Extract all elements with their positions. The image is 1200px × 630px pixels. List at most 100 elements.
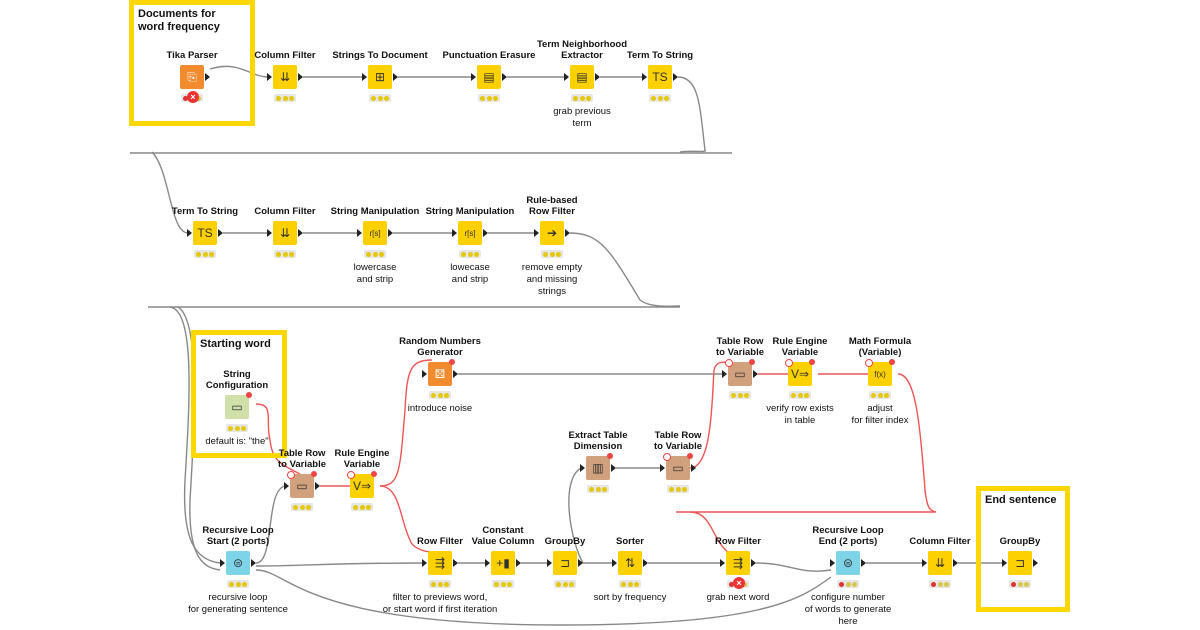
extractor-icon[interactable]: ▤	[564, 65, 600, 89]
node-etd[interactable]: Extract Table Dimension▥	[528, 430, 668, 493]
node-gb2[interactable]: GroupBy⊐	[950, 536, 1090, 588]
node-trv1[interactable]: Table Row to Variable▭	[232, 448, 372, 511]
dice-icon[interactable]: ⚄	[422, 359, 458, 386]
row-filter-arrow-icon[interactable]: ➔	[534, 221, 570, 245]
column-filter-icon[interactable]: ⇊	[267, 65, 303, 89]
node-rle[interactable]: Recursive Loop End (2 ports)⊜configure n…	[778, 525, 918, 628]
data-inport[interactable]	[720, 559, 725, 567]
node-comment[interactable]: grab previous term	[553, 106, 611, 129]
node-std[interactable]: Strings To Document⊞	[310, 50, 450, 102]
data-outport[interactable]	[298, 229, 303, 237]
column-filter-icon[interactable]: ⇊	[267, 221, 303, 245]
variable-outport[interactable]	[311, 471, 317, 477]
variable-inport[interactable]	[347, 471, 355, 479]
data-outport[interactable]	[516, 559, 521, 567]
variable-outport[interactable]	[246, 392, 252, 398]
data-inport[interactable]	[220, 559, 225, 567]
data-inport[interactable]	[357, 229, 362, 237]
variable-inport[interactable]	[663, 453, 671, 461]
connection[interactable]	[209, 65, 269, 78]
variable-inport[interactable]	[287, 471, 295, 479]
node-comment[interactable]: adjust for filter index	[851, 403, 909, 426]
variable-inport[interactable]	[725, 359, 733, 367]
connection[interactable]	[169, 306, 221, 564]
data-outport[interactable]	[565, 229, 570, 237]
data-outport[interactable]	[453, 559, 458, 567]
connection[interactable]	[379, 359, 433, 487]
connection[interactable]	[255, 403, 301, 475]
node-tika[interactable]: Tika Parser⎘×	[122, 50, 262, 103]
string-manipulation-icon[interactable]: r[s]	[452, 221, 488, 245]
connection[interactable]	[689, 511, 729, 553]
groupby-icon[interactable]: ⊐	[547, 551, 583, 575]
groupby-icon[interactable]: ⊐	[1002, 551, 1038, 575]
connection[interactable]	[689, 361, 731, 469]
node-sc[interactable]: String Configuration▭default is: "the"	[167, 369, 307, 448]
constant-column-icon[interactable]: +▮	[485, 551, 521, 575]
connection[interactable]	[151, 151, 189, 234]
data-inport[interactable]	[471, 73, 476, 81]
node-comment[interactable]: introduce noise	[407, 403, 473, 414]
variable-outport[interactable]	[449, 359, 455, 365]
variable-outport[interactable]	[809, 359, 815, 365]
data-inport[interactable]	[1002, 559, 1007, 567]
term-string-icon[interactable]: TS	[187, 221, 223, 245]
data-outport[interactable]	[611, 464, 616, 472]
node-comment[interactable]: default is: "the"	[205, 436, 269, 447]
connection[interactable]	[255, 569, 832, 626]
connection[interactable]	[568, 467, 584, 564]
node-cf1[interactable]: Column Filter⇊	[215, 50, 355, 102]
data-outport[interactable]	[502, 73, 507, 81]
connection[interactable]	[569, 232, 681, 307]
table-row-variable-icon[interactable]: ▭	[722, 359, 758, 386]
math-formula-icon[interactable]: f(x)	[865, 359, 895, 386]
node-cvc[interactable]: Constant Value Column+▮	[433, 525, 573, 588]
node-pe[interactable]: Punctuation Erasure▤	[419, 50, 559, 102]
data-inport[interactable]	[422, 559, 427, 567]
data-outport[interactable]	[1033, 559, 1038, 567]
sort-icon[interactable]: ⇅	[612, 551, 648, 575]
data-outport[interactable]	[953, 559, 958, 567]
data-outport[interactable]	[453, 370, 458, 378]
variable-outport[interactable]	[687, 453, 693, 459]
node-cf2[interactable]: Column Filter⇊	[215, 206, 355, 258]
variable-inport[interactable]	[865, 359, 873, 367]
variable-outport[interactable]	[889, 359, 895, 365]
data-outport[interactable]	[578, 559, 583, 567]
document-arrow-icon[interactable]: ⎘	[180, 65, 210, 89]
node-rf1[interactable]: Row Filter⇶filter to previews word, or s…	[370, 536, 510, 616]
row-filter-icon[interactable]: ⇶	[422, 551, 458, 575]
annotation-box[interactable]: Documents for word frequency	[129, 0, 255, 126]
rule-engine-icon[interactable]: V⇒	[347, 471, 377, 498]
node-comment[interactable]: sort by frequency	[593, 592, 667, 603]
node-rls[interactable]: Recursive Loop Start (2 ports)⊜recursive…	[168, 525, 308, 616]
connection[interactable]	[755, 562, 832, 572]
data-inport[interactable]	[362, 73, 367, 81]
connection[interactable]	[255, 562, 424, 567]
table-dimension-icon[interactable]: ▥	[580, 453, 616, 480]
data-outport[interactable]	[218, 229, 223, 237]
term-string-icon[interactable]: TS	[642, 65, 678, 89]
variable-outport[interactable]	[607, 453, 613, 459]
variable-outport[interactable]	[371, 471, 377, 477]
connection[interactable]	[255, 485, 286, 564]
data-outport[interactable]	[298, 73, 303, 81]
node-rng[interactable]: Random Numbers Generator⚄introduce noise	[370, 336, 510, 415]
column-filter-icon[interactable]: ⇊	[922, 551, 958, 575]
node-cf3[interactable]: Column Filter⇊	[870, 536, 1010, 588]
connection[interactable]	[379, 485, 433, 553]
data-outport[interactable]	[753, 370, 758, 378]
data-outport[interactable]	[751, 559, 756, 567]
node-comment[interactable]: recursive loop for generating sentence	[188, 592, 288, 615]
data-outport[interactable]	[643, 559, 648, 567]
connection[interactable]	[177, 306, 221, 571]
node-mfv[interactable]: Math Formula (Variable)f(x)adjust for fi…	[810, 336, 950, 427]
data-outport[interactable]	[251, 559, 256, 567]
rule-engine-icon[interactable]: V⇒	[785, 359, 815, 386]
annotation-box[interactable]: Starting word	[191, 330, 287, 458]
string-config-icon[interactable]: ▭	[225, 392, 252, 419]
data-outport[interactable]	[388, 229, 393, 237]
